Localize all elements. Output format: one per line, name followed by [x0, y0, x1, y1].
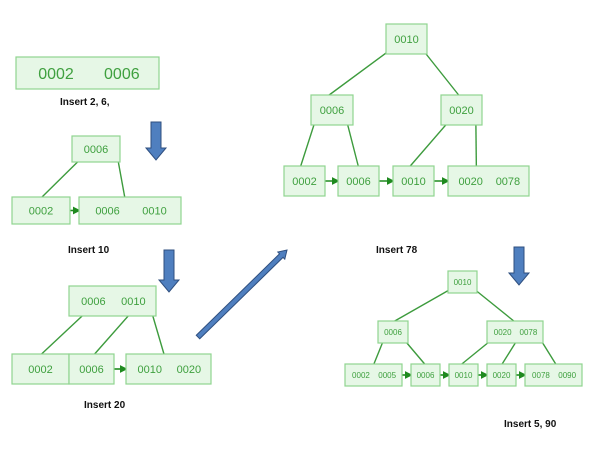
caption-step5: Insert 5, 90 — [504, 419, 557, 430]
node-key: 0006 — [95, 205, 119, 217]
node-key: 0006 — [104, 66, 140, 83]
tree-edge — [40, 157, 83, 199]
node-key: 0020 — [177, 364, 201, 376]
node-key: 0078 — [496, 176, 520, 188]
node-key: 0006 — [84, 144, 108, 156]
tree-node — [78, 196, 182, 225]
tree-node — [486, 320, 544, 344]
tree-edge — [327, 49, 391, 97]
tree-node — [337, 165, 380, 197]
node-key: 0002 — [352, 371, 370, 380]
tree-node — [392, 165, 435, 197]
node-key: 0002 — [28, 364, 52, 376]
node-key: 0020 — [458, 176, 482, 188]
node-key: 0010 — [138, 364, 162, 376]
node-key: 0010 — [454, 278, 472, 287]
tree-node — [440, 94, 483, 126]
caption-step2: Insert 10 — [68, 245, 110, 256]
node-key: 0006 — [81, 296, 105, 308]
tree-edge — [93, 311, 133, 356]
tree-node — [486, 363, 517, 387]
node-key: 0020 — [494, 328, 512, 337]
node-key: 0002 — [292, 176, 316, 188]
caption-step3: Insert 20 — [84, 400, 126, 411]
caption-step4: Insert 78 — [376, 245, 418, 256]
tree-node — [125, 353, 212, 385]
node-key: 0090 — [558, 371, 576, 380]
tree-edge — [116, 157, 126, 199]
node-key: 0006 — [320, 105, 344, 117]
tree-node — [410, 363, 441, 387]
tree-edge — [422, 49, 460, 97]
tree-node — [524, 363, 583, 387]
node-key: 0005 — [378, 371, 396, 380]
tree-edge — [150, 311, 165, 356]
tree-edge — [473, 288, 516, 323]
node-key: 0002 — [29, 205, 53, 217]
tree-node — [447, 165, 530, 197]
node-key: 0006 — [417, 371, 435, 380]
tree-node — [310, 94, 354, 126]
tree-edge — [392, 288, 452, 323]
node-key: 0006 — [384, 328, 402, 337]
down-arrow-icon — [507, 246, 531, 286]
node-key: 0078 — [520, 328, 538, 337]
tree-edge — [299, 120, 316, 168]
tree-node — [11, 196, 71, 225]
tree-node — [71, 135, 121, 163]
tree-edge — [408, 120, 450, 168]
tree-node — [68, 353, 115, 385]
caption-step1: Insert 2, 6, — [60, 97, 110, 108]
node-key: 0002 — [38, 66, 74, 83]
node-key: 0020 — [493, 371, 511, 380]
node-key: 0010 — [394, 34, 418, 46]
tree-node — [283, 165, 326, 197]
node-key: 0010 — [455, 371, 473, 380]
node-key: 0078 — [532, 371, 550, 380]
down-arrow-icon — [157, 249, 181, 293]
tree-edge — [346, 120, 360, 168]
diagonal-arrow-icon — [195, 249, 288, 340]
node-key: 0020 — [449, 105, 473, 117]
tree-node — [68, 285, 157, 317]
tree-node — [15, 56, 160, 90]
node-key: 0010 — [121, 296, 145, 308]
tree-node — [448, 363, 479, 387]
down-arrow-icon — [144, 121, 168, 161]
node-key: 0010 — [142, 205, 166, 217]
node-key: 0010 — [401, 176, 425, 188]
tree-node — [344, 363, 403, 387]
tree-node — [385, 23, 428, 55]
tree-node — [447, 270, 478, 294]
tree-node — [11, 353, 70, 385]
node-key: 0006 — [346, 176, 370, 188]
node-key: 0006 — [79, 364, 103, 376]
tree-edge — [475, 120, 478, 168]
tree-node — [377, 320, 409, 344]
tree-edge — [40, 311, 87, 356]
